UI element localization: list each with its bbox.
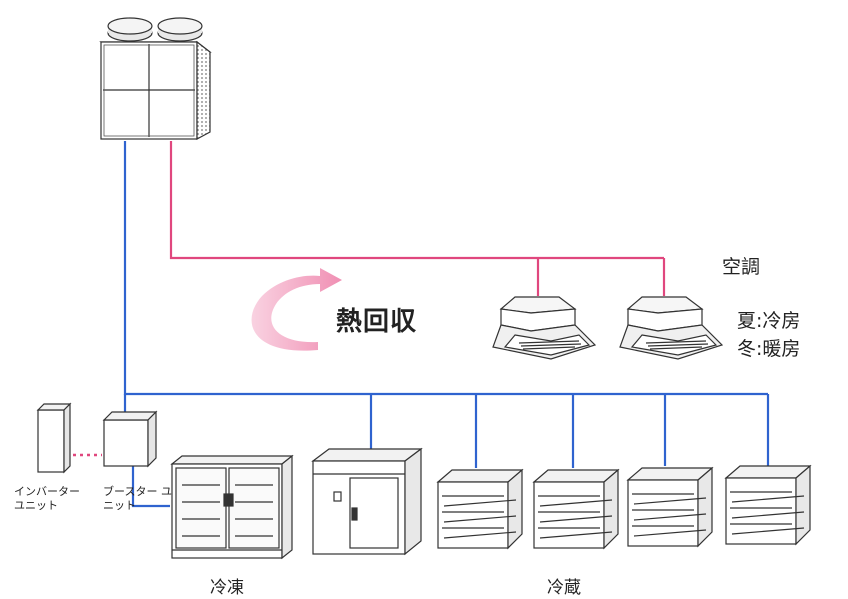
showcase-1 <box>436 468 524 550</box>
showcase-3 <box>626 466 714 548</box>
inverter-unit-icon <box>36 402 72 474</box>
walk-in-cold-room-icon <box>311 447 423 556</box>
booster-unit-label: ブースター ユニット <box>103 485 172 512</box>
aircon-label: 空調 <box>722 256 761 278</box>
heat-recovery-label: 熱回収 <box>336 307 418 337</box>
cold-line-booster-out <box>131 466 170 508</box>
open-showcase-icon <box>436 464 812 550</box>
heat-recovery-piping <box>169 141 666 296</box>
showcase-4 <box>724 464 812 546</box>
cassette-2 <box>619 296 724 360</box>
freezing-label: 冷凍 <box>210 578 244 598</box>
winter-mode-label: 冬:暖房 <box>737 338 801 360</box>
glass-door-freezer-icon <box>170 454 294 560</box>
heat-recovery-arrow-icon <box>251 268 342 351</box>
cassette-1 <box>492 296 597 360</box>
cold-piping <box>123 141 770 508</box>
summer-mode-label: 夏:冷房 <box>737 310 801 332</box>
booster-unit-icon <box>102 410 158 468</box>
heat-line-main <box>169 141 664 260</box>
showcase-2 <box>532 468 620 550</box>
inverter-unit-label: インバーター ユニット <box>14 485 80 512</box>
refrigeration-label: 冷蔵 <box>547 578 581 598</box>
outdoor-condensing-unit-icon <box>99 17 212 141</box>
ceiling-cassette-icon <box>492 296 724 360</box>
